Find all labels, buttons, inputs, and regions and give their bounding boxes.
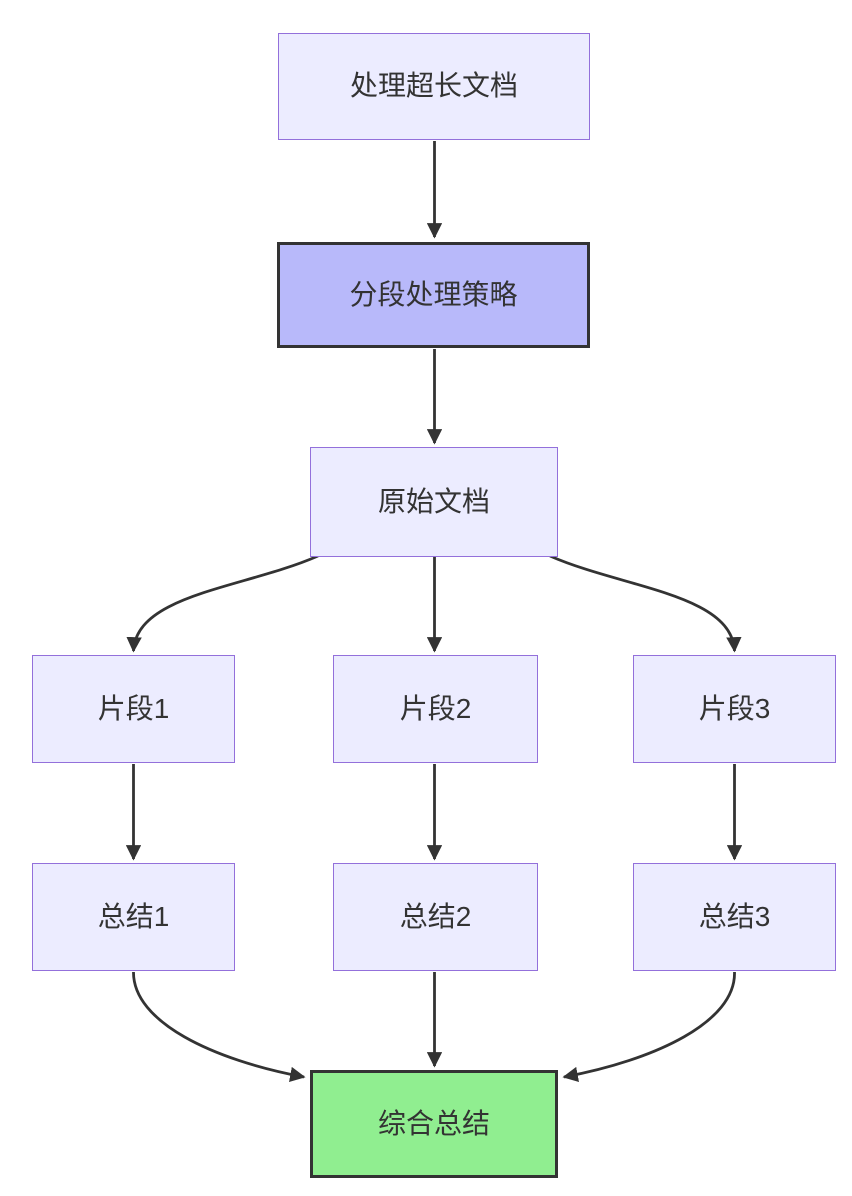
node-label: 片段1 (97, 692, 170, 724)
node-summary-3: 总结3 (633, 863, 836, 971)
node-summary-1: 总结1 (32, 863, 235, 971)
edge-original-document-to-fragment-3 (549, 554, 742, 653)
node-label: 原始文档 (377, 485, 490, 517)
node-segmentation-strategy: 分段处理策略 (277, 242, 590, 348)
node-process-long-document: 处理超长文档 (278, 33, 590, 140)
edge-original-document-to-fragment-1 (126, 554, 319, 653)
node-label: 处理超长文档 (349, 70, 518, 102)
node-fragment-3: 片段3 (633, 655, 836, 763)
node-label: 分段处理策略 (349, 278, 518, 310)
node-label: 总结3 (698, 900, 771, 932)
node-label: 片段2 (399, 692, 472, 724)
node-label: 总结1 (97, 900, 170, 932)
node-summary-2: 总结2 (333, 863, 538, 971)
node-label: 综合总结 (377, 1107, 490, 1139)
node-fragment-1: 片段1 (32, 655, 235, 763)
node-original-document: 原始文档 (310, 447, 558, 557)
node-fragment-2: 片段2 (333, 655, 538, 763)
node-label: 片段3 (698, 692, 771, 724)
edge-summary-3-to-final-summary (562, 971, 736, 1083)
node-final-summary: 综合总结 (310, 1070, 558, 1178)
node-label: 总结2 (399, 900, 472, 932)
edge-summary-1-to-final-summary (132, 971, 306, 1083)
